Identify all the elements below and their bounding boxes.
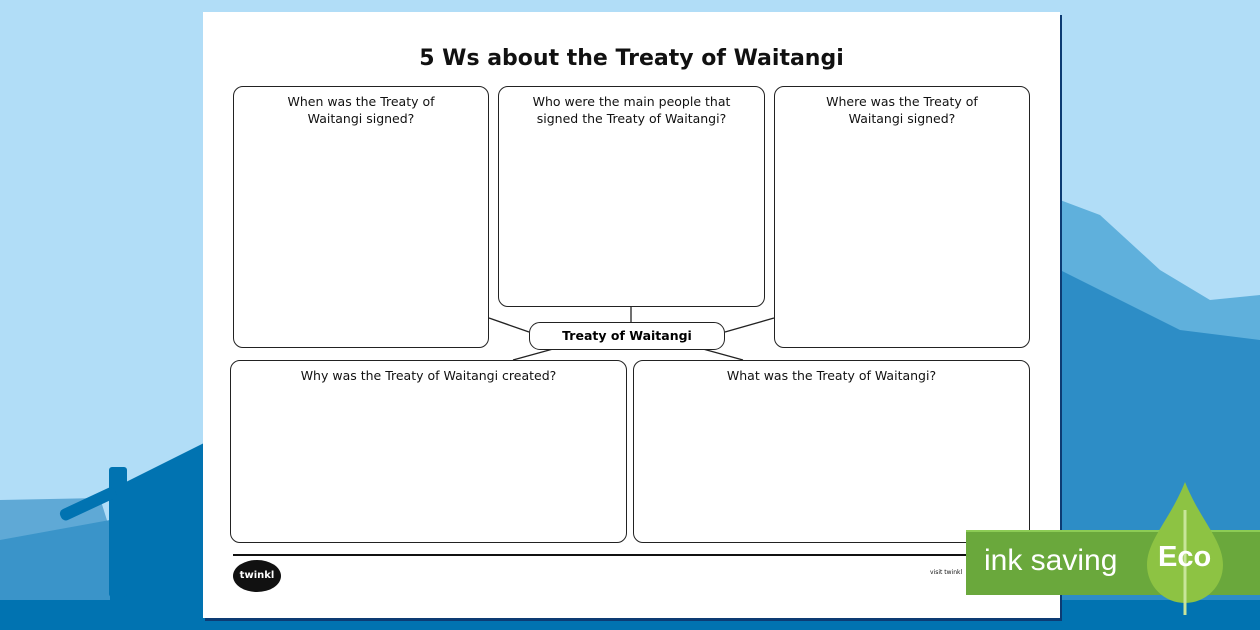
twinkl-logo: twinkl — [233, 560, 281, 592]
when-box[interactable]: When was the Treaty of Waitangi signed? — [233, 86, 489, 348]
center-label: Treaty of Waitangi — [529, 322, 725, 350]
signpost — [109, 467, 127, 597]
question-who: Who were the main people that signed the… — [532, 94, 731, 126]
why-box[interactable]: Why was the Treaty of Waitangi created? — [230, 360, 627, 543]
who-box[interactable]: Who were the main people that signed the… — [498, 86, 765, 307]
question-what: What was the Treaty of Waitangi? — [726, 368, 937, 383]
footer-divider — [233, 554, 1030, 556]
where-box[interactable]: Where was the Treaty of Waitangi signed? — [774, 86, 1030, 348]
badge-label: ink saving — [984, 544, 1118, 577]
question-why: Why was the Treaty of Waitangi created? — [300, 368, 557, 383]
footer-text: visit twinkl — [930, 569, 963, 576]
leaf-icon — [1147, 482, 1223, 615]
worksheet: 5 Ws about the Treaty of Waitangi When w… — [203, 12, 1060, 618]
what-box[interactable]: What was the Treaty of Waitangi? — [633, 360, 1030, 543]
question-when: When was the Treaty of Waitangi signed? — [287, 94, 435, 126]
page-title: 5 Ws about the Treaty of Waitangi — [419, 46, 844, 71]
connector-lines — [488, 307, 775, 361]
question-where: Where was the Treaty of Waitangi signed? — [826, 94, 978, 126]
eco-label: Eco — [1158, 541, 1212, 573]
